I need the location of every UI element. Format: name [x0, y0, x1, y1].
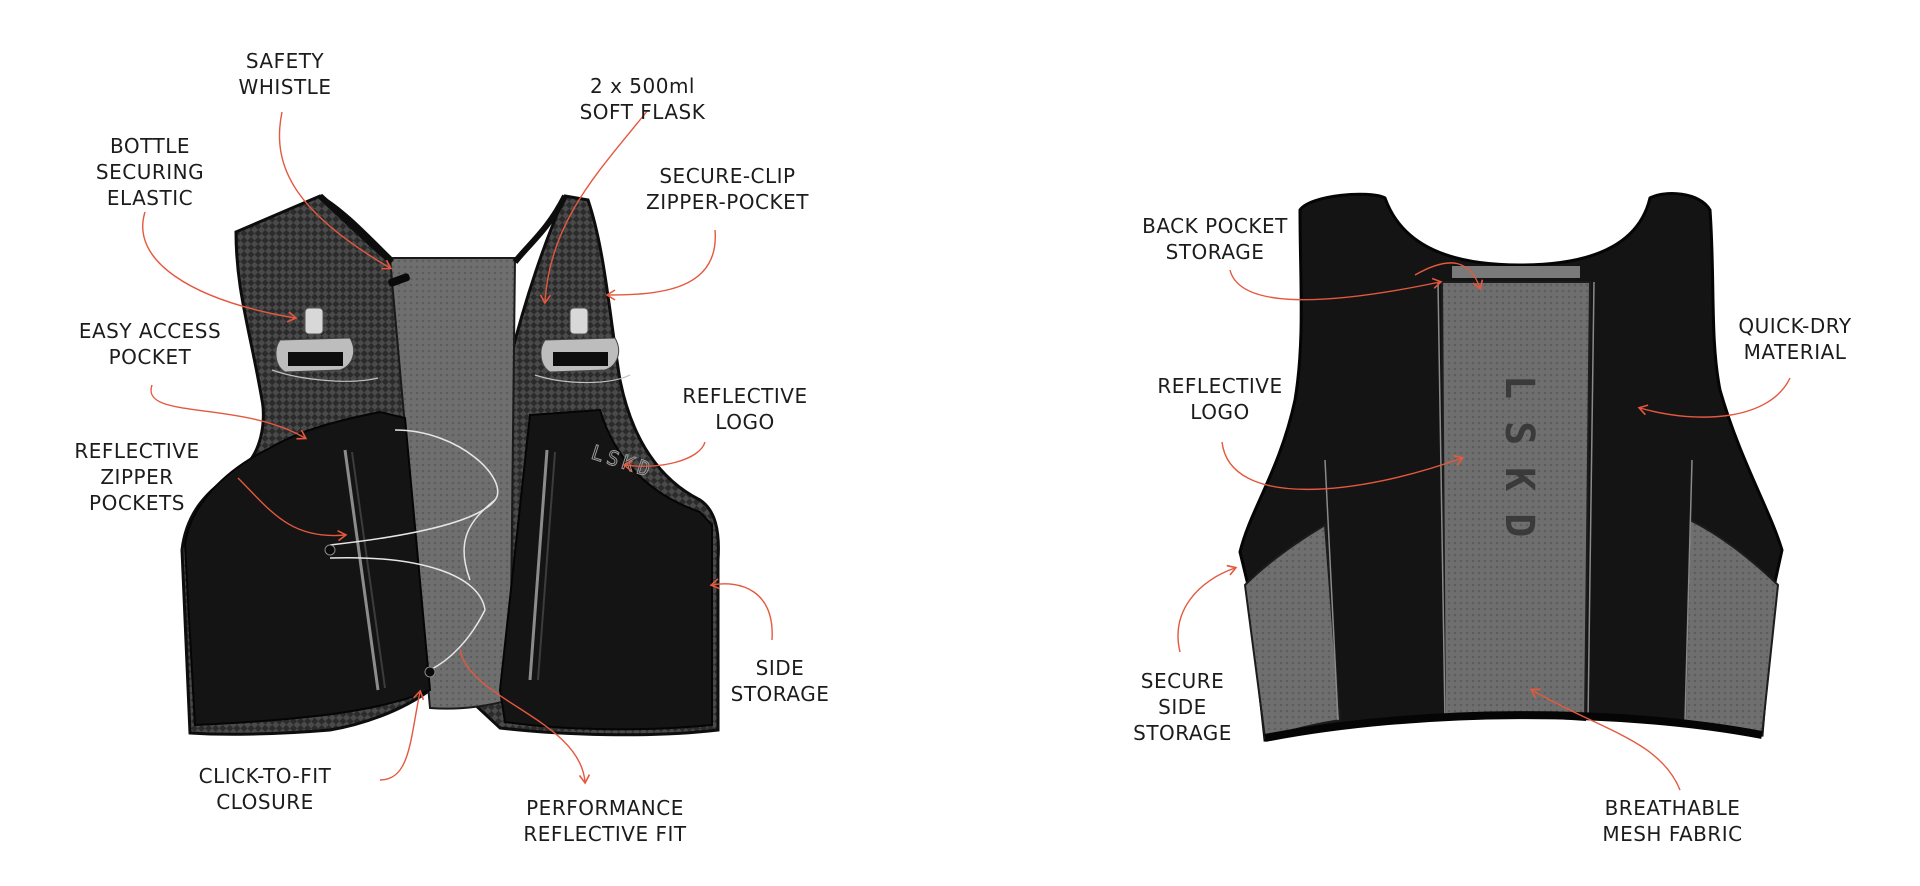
front-vest: LSKD — [180, 193, 720, 737]
annotation-arrows — [142, 109, 1791, 791]
bungee-cords — [329, 429, 499, 671]
soft-flask-left — [275, 307, 355, 373]
back-reflective-logo: LSKD — [1496, 375, 1542, 559]
soft-flask-right — [540, 307, 620, 373]
safety-whistle-icon — [388, 273, 410, 287]
back-vest: LSKD — [1238, 192, 1784, 742]
front-left-lower-pocket — [183, 410, 432, 727]
